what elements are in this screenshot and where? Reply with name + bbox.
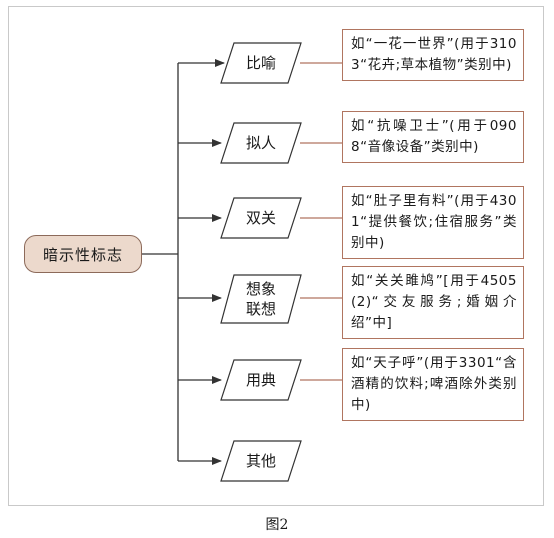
root-node: 暗示性标志 <box>24 235 142 273</box>
branch-node-metaphor: 比喻 <box>220 42 302 84</box>
branch-label: 用典 <box>245 371 276 389</box>
branch-label-multiline: 想象 联想 <box>246 279 276 319</box>
branch-node-personification: 拟人 <box>220 122 302 164</box>
description-box-imagination: 如“关关雎鸠”[用于4505(2)“交友服务;婚姻介绍”中] <box>342 266 524 339</box>
description-box-allusion: 如“天子呼”(用于3301“含酒精的饮料;啤酒除外类别中) <box>342 348 524 421</box>
branch-label: 比喻 <box>245 54 276 72</box>
branch-label-line: 联想 <box>245 300 276 318</box>
branch-node-other: 其他 <box>220 440 302 482</box>
branch-node-allusion: 用典 <box>220 359 302 401</box>
figure-caption: 图2 <box>265 517 289 533</box>
description-box-personification: 如“抗噪卫士”(用于0908“音像设备”类别中) <box>342 111 524 163</box>
description-box-pun: 如“肚子里有料”(用于4301“提供餐饮;住宿服务”类别中) <box>342 186 524 259</box>
root-label: 暗示性标志 <box>42 245 123 264</box>
branch-label: 其他 <box>245 452 276 470</box>
description-box-metaphor: 如“一花一世界”(用于3103“花卉;草本植物”类别中) <box>342 29 524 81</box>
branch-label: 拟人 <box>245 134 276 152</box>
branch-node-pun: 双关 <box>220 197 302 239</box>
branch-node-imagination: 想象 联想 <box>220 274 302 324</box>
branch-label-line: 想象 <box>245 280 276 298</box>
branch-label: 双关 <box>245 209 276 227</box>
